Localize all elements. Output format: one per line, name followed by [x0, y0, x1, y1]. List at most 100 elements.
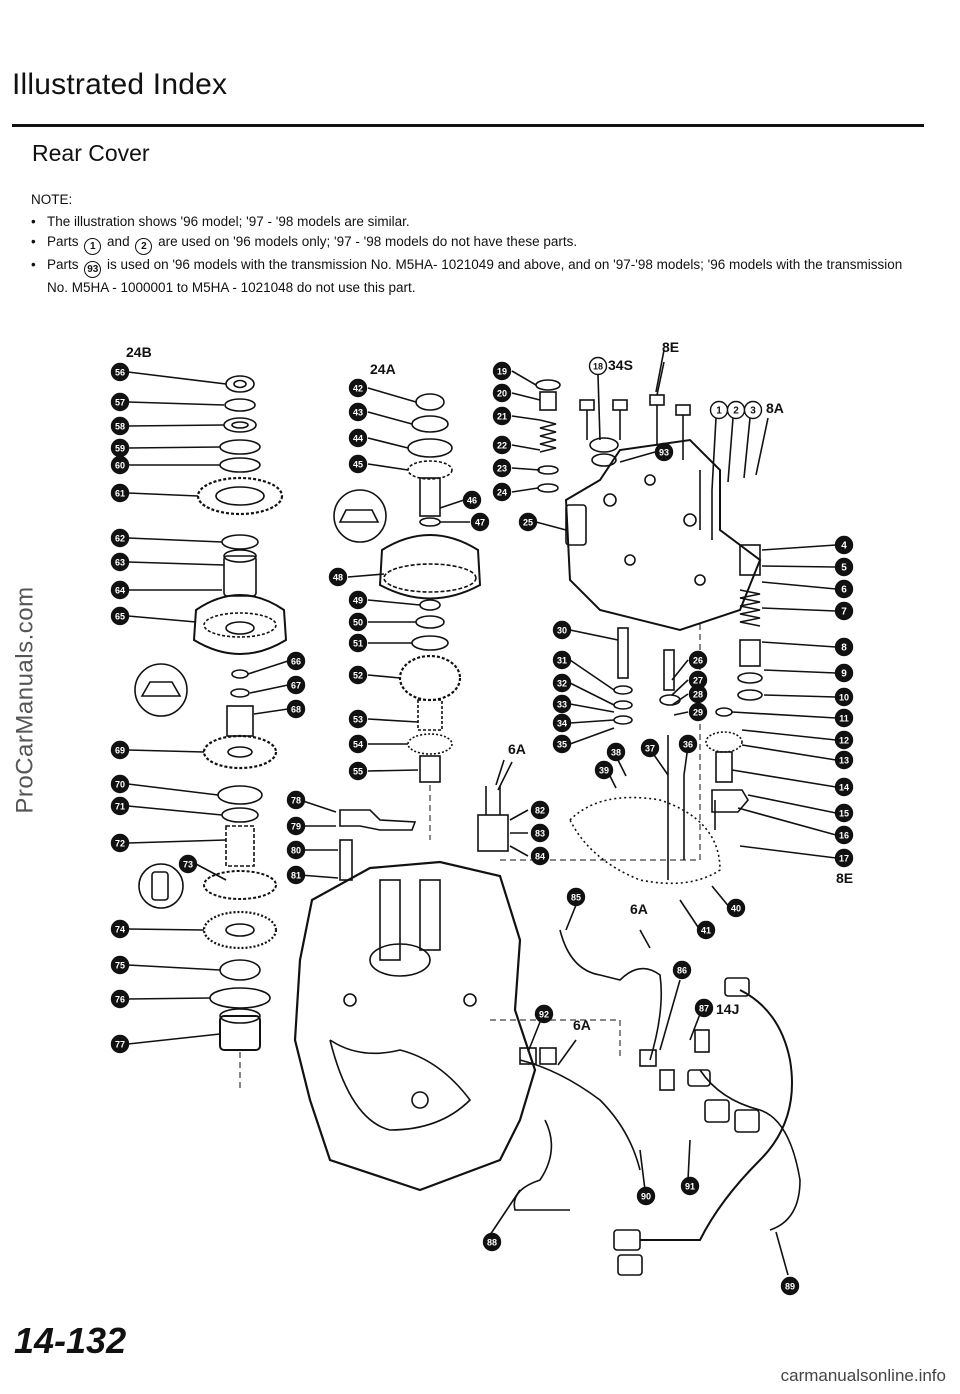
callout-text: 75	[115, 961, 125, 971]
callout-59: 59	[110, 438, 130, 458]
callout-text: 6	[841, 585, 847, 596]
callout-text: 56	[115, 368, 125, 378]
callout-80: 80	[286, 840, 306, 860]
note-heading: NOTE:	[31, 192, 73, 207]
callout-circle	[110, 1034, 130, 1054]
callout-circle	[462, 490, 482, 510]
callout-31: 31	[552, 650, 572, 670]
callout-circle	[518, 512, 538, 532]
callout-88: 88	[482, 1232, 502, 1252]
label-24b: 24B	[126, 344, 152, 360]
callout-circle	[688, 684, 708, 704]
callout-74: 74	[110, 919, 130, 939]
callout-circle	[834, 803, 854, 823]
callout-43: 43	[348, 402, 368, 422]
callout-7: 7	[834, 601, 854, 621]
callout-text: 3	[750, 406, 756, 417]
callout-67: 67	[286, 675, 306, 695]
callout-text: 44	[353, 434, 363, 444]
callout-79: 79	[286, 816, 306, 836]
callout-text: 69	[115, 746, 125, 756]
callout-81: 81	[286, 865, 306, 885]
callout-circle	[834, 535, 854, 555]
callout-90: 90	[636, 1186, 656, 1206]
note-item-1: The illustration shows '96 model; '97 - …	[31, 212, 921, 232]
callout-circle	[834, 687, 854, 707]
callout-22: 22	[492, 435, 512, 455]
callout-50: 50	[348, 612, 368, 632]
callout-text: 76	[115, 995, 125, 1005]
callout-circle	[530, 823, 550, 843]
page-number: 14-132	[14, 1320, 127, 1361]
callout-text: 25	[523, 518, 533, 528]
callout-text: 89	[785, 1282, 795, 1292]
part-ref-93: 93	[84, 261, 102, 278]
callout-40: 40	[726, 898, 746, 918]
callout-61: 61	[110, 483, 130, 503]
callout-circle	[110, 796, 130, 816]
callout-circle	[348, 734, 368, 754]
callout-circle	[672, 960, 692, 980]
callout-text: 4	[841, 541, 847, 552]
callout-text: 2	[733, 406, 739, 417]
callout-text: 58	[115, 422, 125, 432]
callout-circle	[348, 612, 368, 632]
callout-circle	[834, 557, 854, 577]
callout-text: 86	[677, 966, 687, 976]
callout-54: 54	[348, 734, 368, 754]
callout-text: 33	[557, 700, 567, 710]
callout-39: 39	[594, 760, 614, 780]
callout-text: 49	[353, 596, 363, 606]
callout-10: 10	[834, 687, 854, 707]
callout-44: 44	[348, 428, 368, 448]
callout-circle	[552, 734, 572, 754]
callout-14: 14	[834, 777, 854, 797]
callout-text: 40	[731, 904, 741, 914]
callout-65: 65	[110, 606, 130, 626]
callout-circle	[482, 1232, 502, 1252]
callout-85: 85	[566, 887, 586, 907]
part-ref-2: 2	[135, 238, 153, 255]
callout-62: 62	[110, 528, 130, 548]
callout-text: 61	[115, 489, 125, 499]
callout-34: 34	[552, 713, 572, 733]
callout-89: 89	[780, 1276, 800, 1296]
bottom-watermark: carmanualsonline.info	[780, 1366, 946, 1385]
callout-circle	[688, 650, 708, 670]
callout-circle	[348, 590, 368, 610]
callout-circle	[743, 400, 763, 420]
callout-text: 57	[115, 398, 125, 408]
callout-circle	[834, 777, 854, 797]
callout-text: 63	[115, 558, 125, 568]
callout-text: 83	[535, 829, 545, 839]
callout-11: 11	[834, 708, 854, 728]
callout-circle	[606, 742, 626, 762]
label-6a-low: 6A	[630, 901, 648, 917]
group-labels: 24B 24A 34S 8E 8A 6A 6A 6A 14J 8E	[126, 339, 853, 1033]
callout-circle	[530, 846, 550, 866]
callout-circle	[348, 378, 368, 398]
callout-text: 9	[841, 669, 847, 680]
callout-5: 5	[834, 557, 854, 577]
callout-26: 26	[688, 650, 708, 670]
callout-text: 71	[115, 802, 125, 812]
callout-circle	[594, 760, 614, 780]
callout-circle	[534, 1004, 554, 1024]
callout-text: 24	[497, 488, 507, 498]
callout-text: 73	[183, 860, 193, 870]
callout-12: 12	[834, 730, 854, 750]
callout-49: 49	[348, 590, 368, 610]
callout-circle	[110, 833, 130, 853]
callout-circle	[566, 887, 586, 907]
callout-circle	[780, 1276, 800, 1296]
callout-text: 30	[557, 626, 567, 636]
callout-28: 28	[688, 684, 708, 704]
callout-text: 14	[839, 783, 849, 793]
note-item-3: Parts 93 is used on '96 models with the …	[31, 255, 921, 298]
callout-circle	[286, 699, 306, 719]
callout-text: 46	[467, 496, 477, 506]
callout-circle	[696, 920, 716, 940]
callout-circle	[834, 663, 854, 683]
callout-numbers: 5657585960616263646566676869707172737475…	[110, 356, 854, 1296]
callout-circle	[286, 675, 306, 695]
